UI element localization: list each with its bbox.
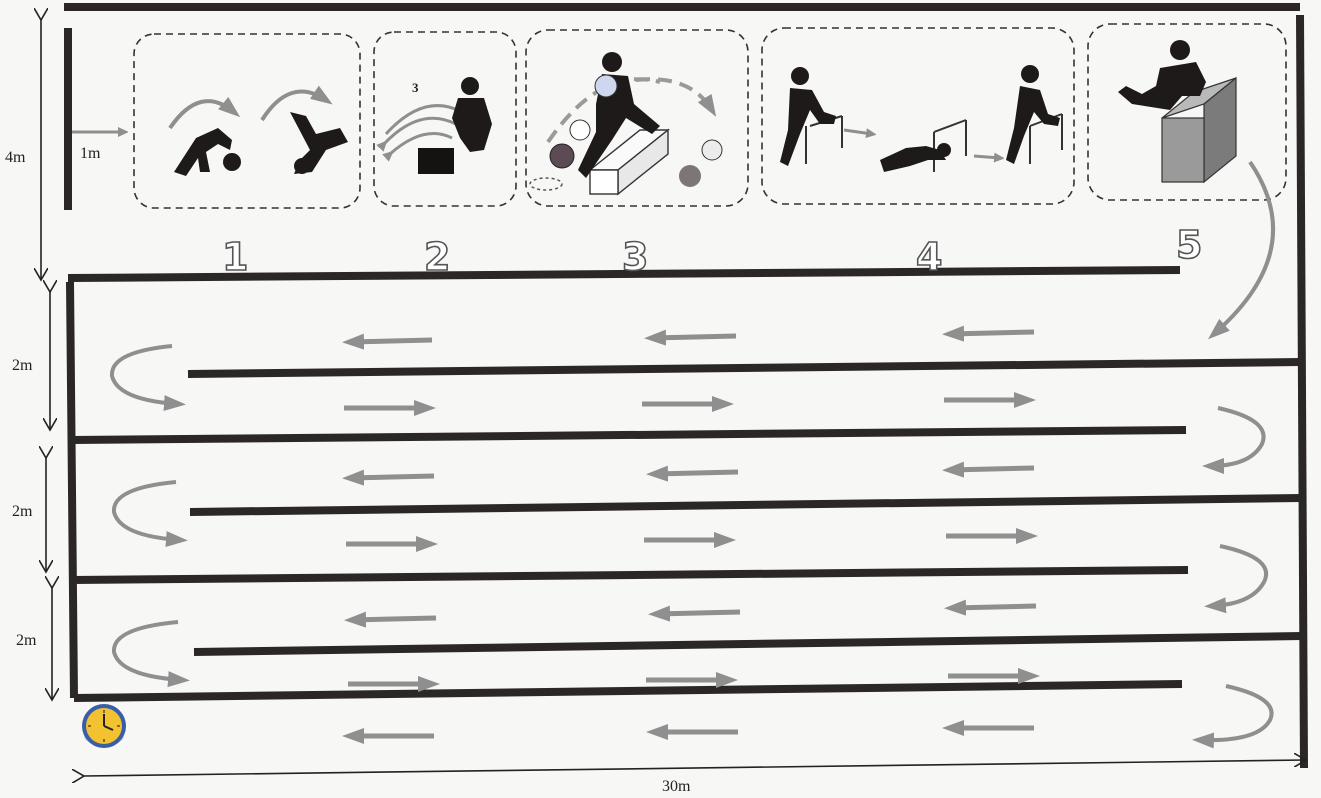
ball-grey-icon <box>679 165 701 187</box>
lane-width-label-1: 2m <box>12 357 33 374</box>
arrow-left <box>646 465 739 482</box>
crawling-figure-icon <box>880 143 951 172</box>
offset-label: 1m <box>80 145 101 162</box>
station-box-5 <box>1087 23 1287 201</box>
station-number-4: 4 <box>916 235 942 279</box>
turn-arrow-station5 <box>1207 160 1276 340</box>
station-1-rolls <box>168 85 348 176</box>
lane-line-3 <box>71 426 1187 444</box>
arrow-left <box>344 611 437 628</box>
vaulting-figure-icon <box>1118 40 1206 110</box>
running-figure-icon <box>578 52 660 178</box>
ball-white-2-icon <box>701 139 723 161</box>
bench-icon <box>588 128 670 196</box>
ball-spot-icon <box>529 177 563 191</box>
turn-arrows <box>110 160 1276 749</box>
turn-arrow-right <box>1192 684 1274 749</box>
roll-figure-1-icon <box>174 128 241 176</box>
clock-icon <box>82 704 126 748</box>
station-numbers: 1 2 3 4 5 <box>221 222 1203 280</box>
ball-held-icon <box>594 74 618 98</box>
lane-line-5 <box>71 566 1189 584</box>
repetition-count: 3 <box>412 80 419 95</box>
lane-line-6 <box>193 632 1303 656</box>
station-box-4 <box>761 27 1075 205</box>
height-label: 4m <box>5 149 26 166</box>
turn-arrow-left <box>111 620 190 688</box>
turn-arrow-left <box>110 344 186 412</box>
ball-dark-icon <box>549 143 575 169</box>
length-label: 30m <box>662 778 691 795</box>
station-number-1: 1 <box>222 235 248 279</box>
jump-box-icon <box>418 148 454 174</box>
lane-line-7 <box>73 680 1183 702</box>
turn-arrow-right <box>1204 544 1268 614</box>
lane-line-1 <box>67 266 1181 282</box>
station-box-3 <box>525 29 749 207</box>
station-5-wall <box>1118 40 1237 184</box>
crouching-figure-icon <box>452 77 492 152</box>
station-boxes <box>133 23 1287 209</box>
station-box-1 <box>133 33 361 209</box>
direction-arrows <box>342 325 1040 744</box>
lane-line-4 <box>189 494 1303 516</box>
station-2-box-jump: 3 <box>384 77 492 174</box>
arrow-left <box>644 329 737 346</box>
roll-figure-2-icon <box>290 112 348 174</box>
dimension-1m: 1m <box>72 132 124 162</box>
station-number-5: 5 <box>1176 223 1202 267</box>
station-4-hurdles <box>780 65 1063 172</box>
arrow-left <box>342 333 433 350</box>
right-border-line <box>1296 14 1308 769</box>
arrow-left <box>942 461 1035 478</box>
dimension-30m: 30m <box>84 760 1306 795</box>
wall-block-icon <box>1161 76 1237 184</box>
dimension-lane-2: 2m <box>12 458 46 572</box>
lane-line-2 <box>187 358 1301 378</box>
turn-arrow-left <box>111 480 188 548</box>
jumping-figure-1-icon <box>780 67 836 166</box>
turn-arrow-right <box>1202 406 1266 474</box>
arrow-left <box>944 599 1037 616</box>
station-number-2: 2 <box>424 235 450 279</box>
dimension-lane-1: 2m <box>12 292 50 430</box>
station-box-2 <box>373 31 517 207</box>
dimension-lane-3: 2m <box>16 588 52 700</box>
ball-white-1-icon <box>569 119 591 141</box>
arrow-left <box>342 469 435 486</box>
jumping-figure-2-icon <box>1006 65 1060 164</box>
lane-width-label-2: 2m <box>12 503 33 520</box>
arrow-left <box>942 325 1035 342</box>
lane-width-label-3: 2m <box>16 632 37 649</box>
station-3-ball-bench <box>529 52 723 196</box>
dimension-4m: 4m <box>5 20 41 280</box>
course-lines <box>64 3 1308 769</box>
station-number-3: 3 <box>622 235 648 279</box>
left-border-line <box>66 281 78 699</box>
arrow-left <box>648 605 741 622</box>
